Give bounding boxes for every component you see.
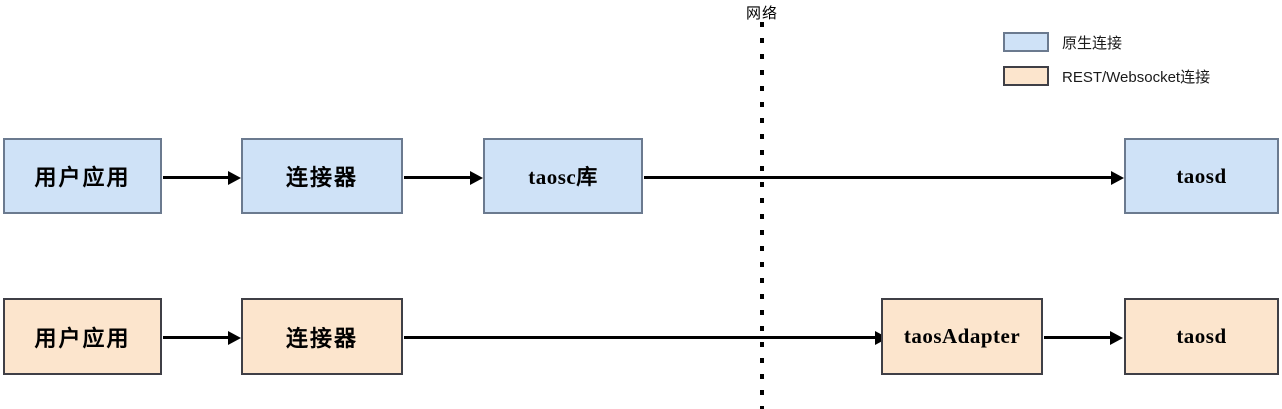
- edge-bottom-taosadapter-to-taosd: [1044, 336, 1113, 339]
- legend-swatch-native-icon: [1003, 32, 1049, 52]
- legend-label-native: 原生连接: [1062, 34, 1123, 52]
- arrowhead-top-connector-to-taosc: [470, 171, 483, 185]
- legend: 原生连接 REST/Websocket连接: [1003, 30, 1210, 98]
- node-bottom-user-app[interactable]: 用户应用: [3, 298, 162, 375]
- node-top-taosd[interactable]: taosd: [1124, 138, 1279, 214]
- edge-top-connector-to-taosc: [404, 176, 473, 179]
- node-bottom-taosadapter[interactable]: taosAdapter: [881, 298, 1043, 375]
- node-top-taosc[interactable]: taosc库: [483, 138, 643, 214]
- node-bottom-connector[interactable]: 连接器: [241, 298, 403, 375]
- edge-top-userapp-to-connector: [163, 176, 231, 179]
- arrowhead-bottom-userapp-to-connector: [228, 331, 241, 345]
- edge-top-taosc-to-taosd: [644, 176, 1114, 179]
- arrowhead-top-userapp-to-connector: [228, 171, 241, 185]
- arrowhead-bottom-taosadapter-to-taosd: [1110, 331, 1123, 345]
- legend-item-native: 原生连接: [1003, 30, 1210, 54]
- arrowhead-top-taosc-to-taosd: [1111, 171, 1124, 185]
- edge-bottom-userapp-to-connector: [163, 336, 231, 339]
- network-divider-label: 网络: [745, 6, 778, 22]
- node-top-connector[interactable]: 连接器: [241, 138, 403, 214]
- legend-item-rest: REST/Websocket连接: [1003, 64, 1210, 88]
- legend-label-rest: REST/Websocket连接: [1062, 68, 1211, 86]
- edge-bottom-connector-to-taosadapter: [404, 336, 878, 339]
- legend-swatch-rest-icon: [1003, 66, 1049, 86]
- node-bottom-taosd[interactable]: taosd: [1124, 298, 1279, 375]
- network-divider-line: [760, 22, 764, 409]
- node-top-user-app[interactable]: 用户应用: [3, 138, 162, 214]
